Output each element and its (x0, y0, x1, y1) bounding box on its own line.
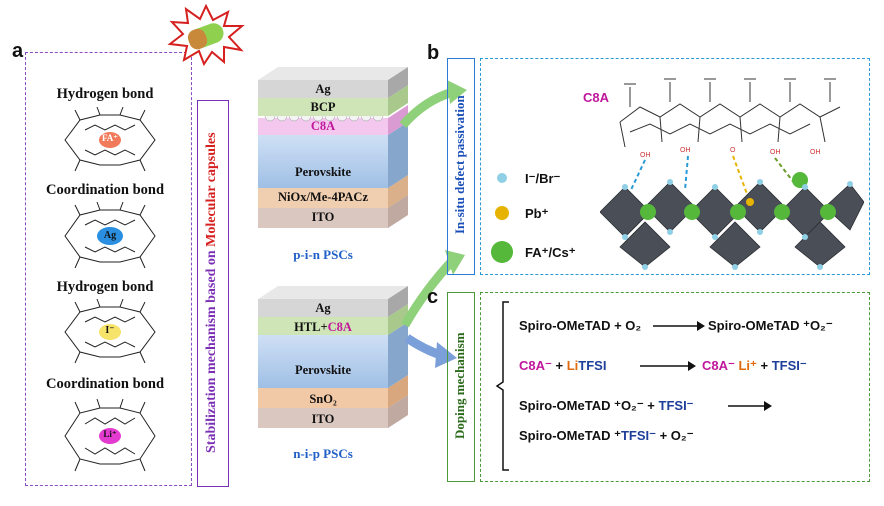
eq2-plus-1: + (551, 358, 567, 373)
nip-layer-htl-text: HTL+ (294, 320, 328, 334)
pin-layer-perovskite: Perovskite (294, 165, 351, 179)
equation-2: C8A⁻ + LiTFSI (519, 358, 606, 374)
eq2-product-tfsi: TFSI⁻ (771, 358, 807, 373)
panel-a-letter: a (12, 40, 24, 62)
pin-title: p-i-n PSCs (293, 247, 353, 262)
panel-b-legend-markers (491, 173, 513, 263)
eq2-c8a-anion: C8A⁻ (519, 358, 552, 373)
capsule-3 (64, 298, 156, 364)
panel-c-frame (480, 292, 870, 482)
nip-layer-perovskite: Perovskite (294, 363, 351, 377)
pin-layer-bcp: BCP (310, 100, 336, 114)
equation-3-arrow (728, 401, 772, 411)
nip-stack (258, 286, 408, 428)
equation-bracket (495, 301, 509, 471)
side-label-prefix: Stabilization mechanism based on (204, 246, 219, 453)
eq3-tfsi: TFSI⁻ (658, 398, 694, 413)
svg-text:OH: OH (680, 147, 691, 154)
pin-stack (258, 67, 408, 228)
panel-b-vertical-label: In-situ defect passivation (452, 95, 467, 234)
eq4-tfsi: TFSI⁻ (620, 428, 656, 443)
legend-marker-pb (495, 206, 509, 220)
eq4-o2: + O₂⁻ (655, 428, 694, 443)
legend-label-pb: Pb⁺ (525, 206, 549, 221)
svg-text:O: O (730, 147, 736, 154)
ion-li: Li⁺ (103, 429, 117, 439)
legend-label-halide: I⁻/Br⁻ (525, 171, 561, 186)
nip-layer-htl: HTL+C8A (258, 320, 388, 335)
eq2-product-c8a: C8A⁻ (702, 358, 735, 373)
c8a-molecule (619, 78, 841, 148)
bond-title-3: Hydrogen bond (56, 279, 154, 295)
legend-marker-fa-cs (491, 241, 513, 263)
eq2-li: Li (566, 358, 579, 373)
c8a-molecule-label: C8A (583, 90, 610, 105)
eq2-plus-2: + (756, 358, 772, 373)
panel-c-letter: c (427, 286, 439, 308)
capsule-burst-icon (167, 4, 245, 66)
equation-1-lhs: Spiro-OMeTAD + O₂ (519, 318, 642, 333)
legend-label-fa-cs: FA⁺/Cs⁺ (525, 245, 576, 260)
nip-layer-htl-c8a: C8A (327, 320, 352, 334)
side-label-highlight: Molecular capsules (204, 132, 219, 247)
pin-layer-niox: NiOx/Me-4PACz (277, 190, 368, 204)
panel-c-vertical-label: Doping mechanism (452, 332, 467, 440)
nip-title: n-i-p PSCs (293, 446, 353, 461)
panel-c-side-box (447, 292, 475, 482)
capsule-2 (64, 201, 156, 269)
eq2-product-li: Li⁺ (734, 358, 757, 373)
bond-title-1: Hydrogen bond (56, 86, 154, 102)
panel-b-side-box (447, 58, 475, 275)
equation-2-arrow (640, 361, 696, 371)
side-label-box (197, 100, 229, 487)
nip-layer-ag: Ag (315, 301, 331, 315)
panel-b-frame (480, 58, 870, 275)
legend-marker-halide (497, 173, 507, 183)
capsule-1 (64, 106, 156, 172)
eq2-tfsi: TFSI (578, 358, 607, 373)
ion-iodide: I⁻ (105, 325, 115, 336)
ion-fa: FA⁺ (101, 133, 119, 143)
pin-layer-c8a: C8A (310, 119, 336, 133)
svg-text:OH: OH (810, 149, 821, 156)
bond-title-4: Coordination bond (45, 376, 165, 392)
equation-1-rhs: Spiro-OMeTAD ⁺O₂⁻ (708, 318, 833, 333)
ion-ag: Ag (103, 230, 117, 241)
nip-layer-ito: ITO (311, 412, 335, 426)
pin-layer-ag: Ag (315, 82, 331, 96)
panel-a-frame (25, 52, 192, 486)
eq4-spiro: Spiro-OMeTAD ⁺ (519, 428, 621, 443)
equation-1-arrow (653, 321, 705, 331)
equation-2-products: C8A⁻ Li⁺ + TFSI⁻ (702, 358, 807, 374)
pin-layer-ito: ITO (311, 210, 335, 224)
svg-text:OH: OH (770, 149, 781, 156)
equation-4: Spiro-OMeTAD ⁺TFSI⁻ + O₂⁻ (519, 428, 694, 444)
nip-layer-sno2: SnO₂ (309, 392, 337, 406)
equation-3: Spiro-OMeTAD ⁺O₂⁻ + TFSI⁻ (519, 398, 694, 414)
panel-b-letter: b (427, 42, 440, 64)
eq3-lhs: Spiro-OMeTAD ⁺O₂⁻ + (519, 398, 659, 413)
capsule-4 (64, 398, 156, 472)
side-label: Stabilization mechanism based on Molecul… (204, 110, 220, 475)
svg-text:OH: OH (640, 152, 651, 159)
bond-title-2: Coordination bond (45, 182, 165, 198)
c8a-lattice-illustration: OH OH O OH OH (600, 78, 864, 270)
